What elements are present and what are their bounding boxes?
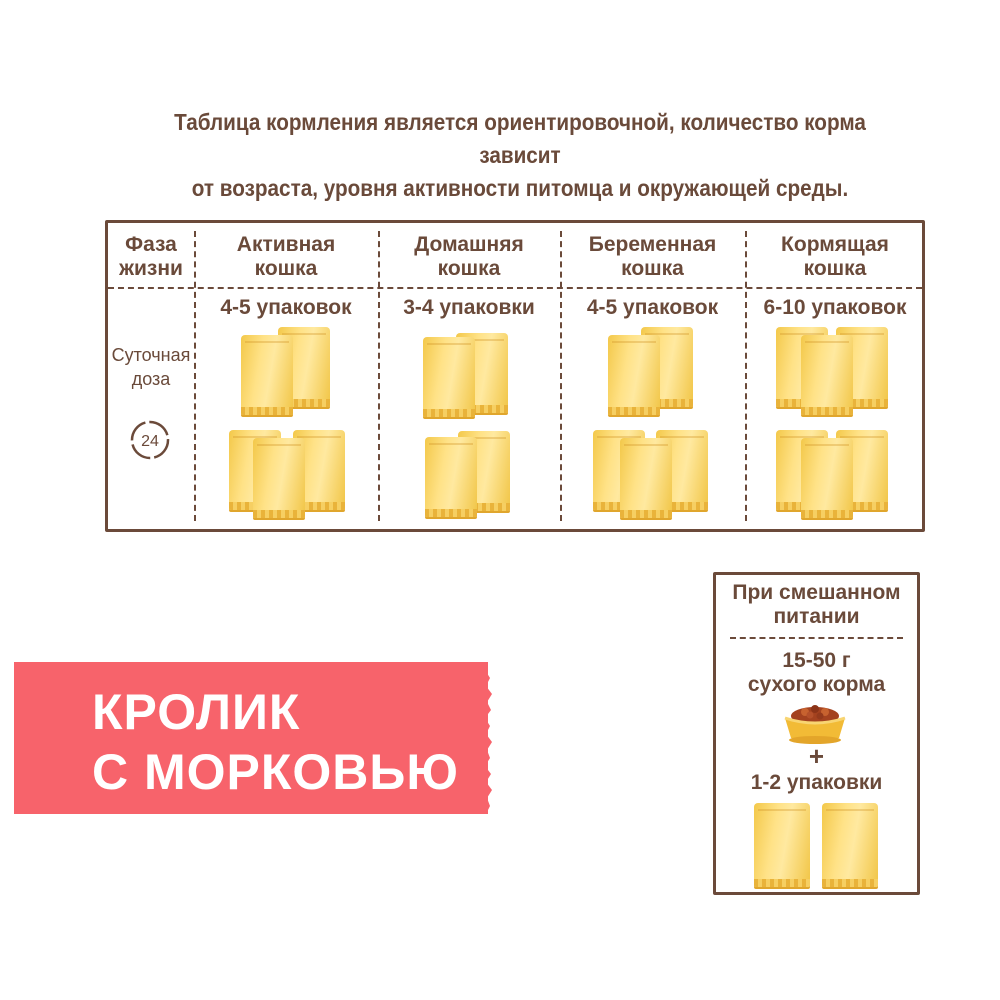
mixed-title-line1: При смешанном (732, 581, 901, 604)
feeding-note-line1: Таблица кормления является ориентировочн… (174, 109, 866, 168)
column-divider (745, 231, 747, 521)
feeding-table: Фаза жизни Активная кошка Домашняя кошка… (105, 220, 925, 532)
clock-label: 24 (141, 433, 159, 450)
flavor-title-line1: КРОЛИК (92, 684, 301, 740)
flavor-banner (14, 662, 488, 814)
column-header-home: Домашняя кошка (378, 233, 560, 281)
column-divider (378, 231, 380, 521)
pouch-icon (801, 335, 853, 415)
pouch-icon (253, 438, 305, 518)
pouch-icon (754, 803, 810, 887)
quantity-pregnant: 4-5 упаковок (586, 296, 719, 319)
column-header-pregnant: Беременная кошка (560, 233, 745, 281)
column-header-line: Активная (236, 233, 336, 256)
pouch-icon (423, 337, 475, 417)
phase-header: Фаза жизни (108, 233, 194, 281)
pouch-icon (608, 335, 660, 415)
quantity-nursing: 6-10 упаковок (763, 296, 907, 319)
mixed-divider (730, 637, 903, 639)
pouch-icon (425, 437, 477, 517)
quantity-home: 3-4 упаковки (403, 296, 535, 319)
column-divider (194, 231, 196, 521)
column-header-line: кошка (803, 257, 867, 280)
column-header-line: кошка (621, 257, 684, 280)
dry-food-amount: 15-50 г сухого корма (716, 649, 917, 697)
clock-24-icon: 24 (130, 420, 170, 460)
mixed-feeding-title: При смешанном питании (716, 581, 917, 629)
phase-header-line2: жизни (119, 257, 183, 280)
phase-header-line1: Фаза (125, 233, 177, 256)
mixed-title-line2: питании (773, 605, 860, 628)
column-header-line: кошка (437, 257, 501, 280)
feeding-note: Таблица кормления является ориентировочн… (133, 106, 907, 205)
mixed-feeding-box: При смешанном питании 15-50 г сухого кор… (713, 572, 920, 895)
column-header-line: Кормящая (781, 233, 889, 256)
column-header-line: Беременная (588, 233, 717, 256)
feeding-note-line2: от возраста, уровня активности питомца и… (191, 175, 849, 201)
column-header-nursing: Кормящая кошка (745, 233, 925, 281)
table-header-divider (108, 287, 922, 289)
banner-torn-edge (480, 662, 492, 814)
column-header-line: Домашняя (414, 233, 524, 256)
pouch-icon (801, 438, 853, 518)
plus-sign: + (808, 741, 825, 771)
quantity-active: 4-5 упаковок (220, 296, 352, 319)
column-divider (560, 231, 562, 521)
dry-food-line2: сухого корма (747, 673, 886, 696)
flavor-title: КРОЛИК С МОРКОВЬЮ (92, 682, 459, 802)
mixed-pouch-quantity: 1-2 упаковки (750, 771, 883, 794)
pouch-icon (241, 335, 293, 415)
column-header-active: Активная кошка (194, 233, 378, 281)
food-bowl-icon (784, 705, 846, 744)
pouch-icon (822, 803, 878, 887)
daily-dose-label: Суточная доза (108, 343, 194, 391)
flavor-title-line2: С МОРКОВЬЮ (92, 744, 459, 800)
pouch-icon (620, 438, 672, 518)
column-header-line: кошка (254, 257, 318, 280)
dry-food-line1: 15-50 г (782, 649, 851, 672)
daily-dose-line2: доза (131, 369, 171, 389)
daily-dose-line1: Суточная (111, 345, 191, 365)
